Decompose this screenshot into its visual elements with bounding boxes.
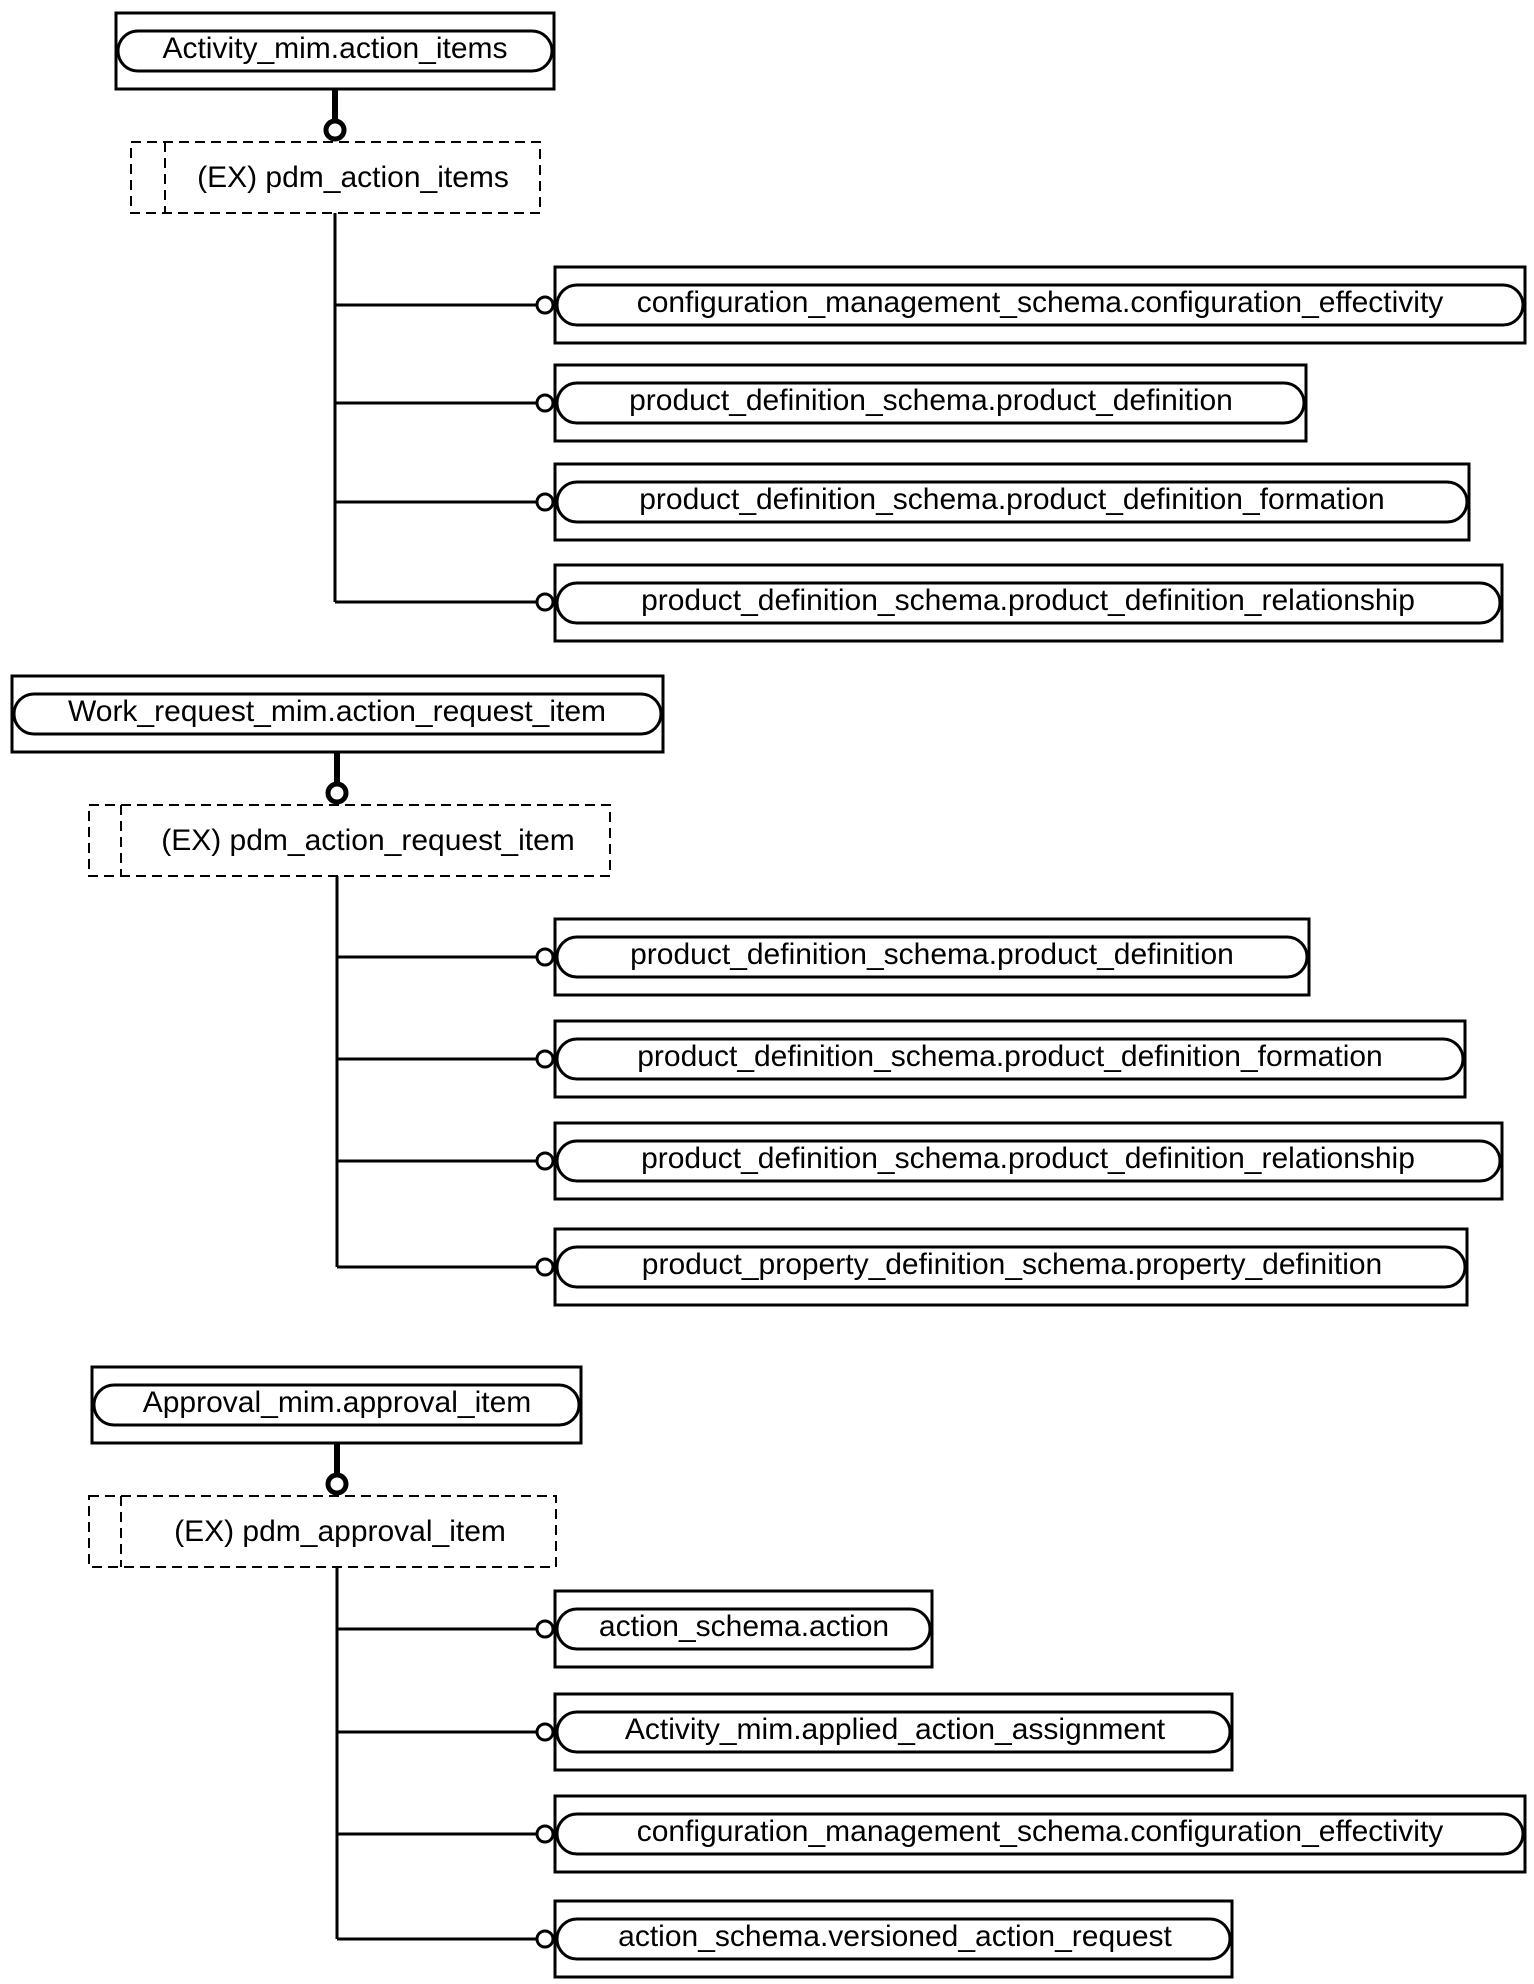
extension-select-type: (EX) pdm_action_items — [130, 141, 541, 214]
select-item: Activity_mim.applied_action_assignment — [337, 1692, 1234, 1772]
select-item: product_definition_schema.product_defini… — [337, 1019, 1467, 1099]
parent-select-label: Approval_mim.approval_item — [143, 1386, 532, 1419]
extension-select-type: (EX) pdm_approval_item — [88, 1495, 557, 1568]
select-item-label: Activity_mim.applied_action_assignment — [625, 1713, 1166, 1746]
select-item-label: product_definition_schema.product_defini… — [630, 938, 1234, 971]
select-item: product_definition_schema.product_defini… — [337, 917, 1311, 997]
extension-select-label: (EX) pdm_action_items — [197, 161, 509, 194]
select-item-label: product_definition_schema.product_defini… — [641, 584, 1415, 617]
select-item-label: action_schema.action — [599, 1610, 889, 1643]
select-item: product_definition_schema.product_defini… — [335, 363, 1308, 443]
parent-select-type: Activity_mim.action_items — [114, 11, 556, 91]
select-item: configuration_management_schema.configur… — [335, 265, 1527, 345]
parent-select-label: Work_request_mim.action_request_item — [68, 695, 606, 728]
select-item: product_definition_schema.product_defini… — [335, 563, 1504, 643]
extension-select-type: (EX) pdm_action_request_item — [88, 804, 611, 877]
parent-select-label: Activity_mim.action_items — [162, 32, 507, 65]
parent-to-extension-link — [325, 1443, 349, 1496]
parent-select-type: Approval_mim.approval_item — [90, 1365, 583, 1445]
extension-select-label: (EX) pdm_action_request_item — [161, 824, 575, 857]
select-group-action-items: Activity_mim.action_items (EX) pdm_actio… — [114, 11, 1527, 643]
extension-select-label: (EX) pdm_approval_item — [174, 1515, 506, 1548]
select-item: action_schema.versioned_action_request — [337, 1899, 1234, 1979]
select-item: product_definition_schema.product_defini… — [337, 1121, 1504, 1201]
select-item-label: product_definition_schema.product_defini… — [637, 1040, 1382, 1073]
select-item: product_property_definition_schema.prope… — [337, 1227, 1469, 1307]
select-group-action-request-item: Work_request_mim.action_request_item (EX… — [10, 674, 1504, 1307]
select-item-label: product_definition_schema.product_defini… — [641, 1142, 1415, 1175]
select-item-label: configuration_management_schema.configur… — [637, 286, 1444, 319]
select-item: action_schema.action — [337, 1589, 934, 1669]
select-item-label: configuration_management_schema.configur… — [637, 1815, 1444, 1848]
select-item-label: product_definition_schema.product_defini… — [629, 384, 1233, 417]
parent-to-extension-link — [325, 752, 349, 805]
parent-select-type: Work_request_mim.action_request_item — [10, 674, 665, 754]
select-item-label: product_definition_schema.product_defini… — [639, 483, 1384, 516]
select-item-label: product_property_definition_schema.prope… — [642, 1248, 1382, 1281]
select-group-approval-item: Approval_mim.approval_item (EX) pdm_appr… — [88, 1365, 1527, 1979]
select-item: configuration_management_schema.configur… — [337, 1794, 1527, 1874]
select-item: product_definition_schema.product_defini… — [335, 462, 1471, 542]
select-item-label: action_schema.versioned_action_request — [618, 1920, 1172, 1953]
parent-to-extension-link — [323, 89, 347, 142]
